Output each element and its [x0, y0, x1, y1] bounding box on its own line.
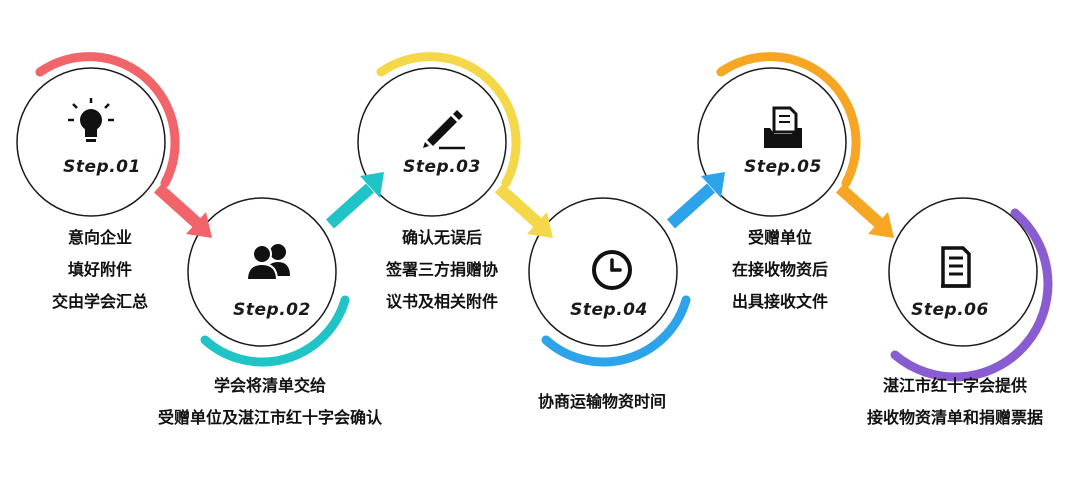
step-2-line-1: 学会将清单交给 — [213, 376, 326, 395]
clock-icon — [592, 250, 632, 290]
users-icon — [245, 244, 290, 281]
step-6-line-1: 湛江市红十字会提供 — [882, 376, 1027, 395]
step-description-1: 意向企业 填好附件 交由学会汇总 — [20, 222, 180, 318]
step-label-3: Step.03 — [403, 157, 481, 177]
arrow-4-to-5 — [666, 172, 725, 229]
step-5-line-1: 受赠单位 — [747, 228, 812, 247]
step-circle-4 — [528, 197, 678, 347]
step-description-5: 受赠单位 在接收物资后 出具接收文件 — [700, 222, 860, 318]
step-2-line-2: 受赠单位及湛江市红十字会确认 — [157, 408, 382, 427]
step-1-line-3: 交由学会汇总 — [51, 292, 148, 311]
step-arc-1 — [35, 52, 180, 188]
step-description-3: 确认无误后 签署三方捐赠协 议书及相关附件 — [362, 222, 522, 318]
step-description-4: 协商运输物资时间 — [512, 386, 692, 418]
step-3-line-1: 确认无误后 — [401, 228, 482, 247]
step-arc-3 — [376, 52, 521, 188]
step-arc-6 — [890, 208, 1053, 382]
step-arc-2 — [200, 295, 350, 367]
step-5-line-3: 出具接收文件 — [731, 292, 828, 311]
arrow-2-to-3 — [325, 172, 384, 229]
step-circle-6 — [888, 197, 1038, 347]
arrow-5-to-6 — [835, 183, 894, 238]
step-label-5: Step.05 — [744, 157, 822, 177]
inbox-icon — [764, 106, 802, 148]
step-4-line-1: 协商运输物资时间 — [537, 392, 666, 411]
step-3-line-3: 议书及相关附件 — [385, 292, 498, 311]
arrow-3-to-4 — [494, 183, 553, 238]
step-description-6: 湛江市红十字会提供 接收物资清单和捐赠票据 — [835, 370, 1075, 434]
step-arc-5 — [716, 52, 861, 188]
step-circle-1 — [16, 67, 166, 217]
step-circle-5 — [697, 67, 847, 217]
step-description-2: 学会将清单交给 受赠单位及湛江市红十字会确认 — [130, 370, 410, 434]
step-6-line-2: 接收物资清单和捐赠票据 — [866, 408, 1043, 427]
step-1-line-1: 意向企业 — [67, 228, 132, 247]
step-5-line-2: 在接收物资后 — [731, 260, 828, 279]
step-3-line-2: 签署三方捐赠协 — [385, 260, 498, 279]
lightbulb-icon — [68, 98, 114, 142]
step-label-1: Step.01 — [63, 157, 141, 177]
step-circle-3 — [357, 67, 507, 217]
document-icon — [941, 246, 971, 288]
step-label-6: Step.06 — [911, 300, 989, 320]
step-1-line-2: 填好附件 — [67, 260, 132, 279]
step-label-4: Step.04 — [570, 300, 648, 320]
step-circle-2 — [187, 197, 337, 347]
arrow-1-to-2 — [153, 183, 212, 238]
step-arc-4 — [541, 295, 691, 367]
pen-icon — [423, 110, 465, 150]
step-label-2: Step.02 — [233, 300, 311, 320]
